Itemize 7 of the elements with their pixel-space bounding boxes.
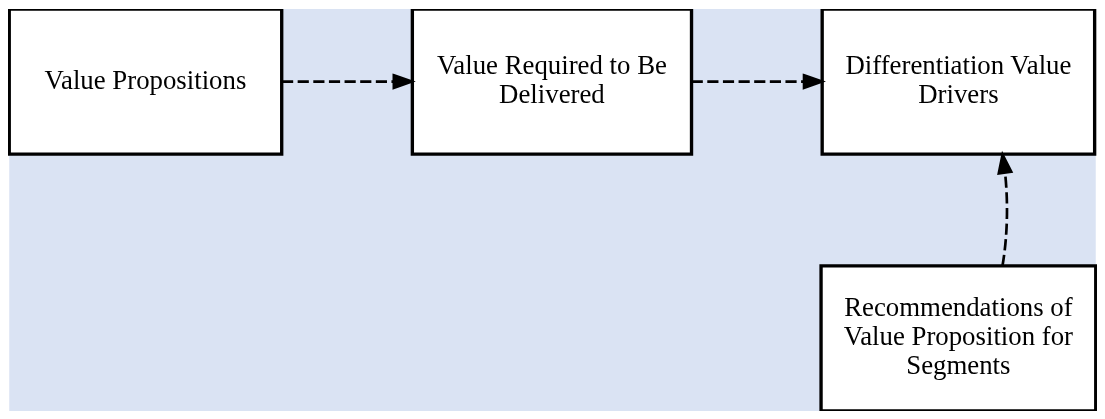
arrow <box>691 72 826 90</box>
node-box: Value Propositions <box>8 8 284 156</box>
node-box: Value Required to Be Delivered <box>410 8 694 156</box>
arrow <box>282 72 416 90</box>
node-box: Differentiation Value Drivers <box>820 8 1097 156</box>
arrow <box>997 150 1014 266</box>
node-box: Recommendations of Value Proposition for Segments <box>819 263 1097 411</box>
